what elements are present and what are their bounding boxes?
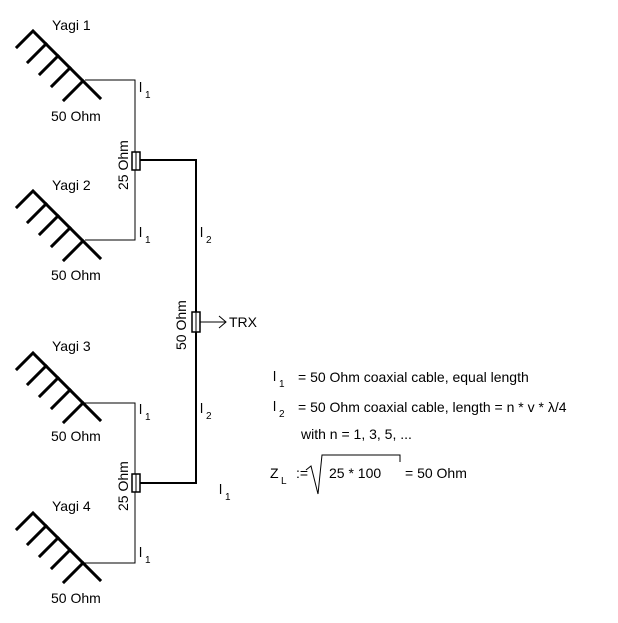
yagi-4-antenna: Yagi 4 50 Ohm l 1 bbox=[14, 492, 151, 606]
yagi-2-name: Yagi 2 bbox=[52, 177, 91, 193]
yagi-4-cable-sub: 1 bbox=[145, 555, 151, 566]
yagi-1-impedance: 50 Ohm bbox=[51, 108, 101, 124]
yagi-1-symbol bbox=[14, 28, 103, 103]
lower-trunk-sub: 2 bbox=[206, 411, 212, 422]
extra-cable-label: l bbox=[219, 481, 222, 497]
yagi-2-cable-label: l bbox=[139, 224, 142, 240]
yagi-4-impedance: 50 Ohm bbox=[51, 590, 101, 606]
legend-zl-result: = 50 Ohm bbox=[405, 465, 467, 481]
legend-l1-symbol: l bbox=[273, 368, 276, 384]
yagi-3-impedance: 50 Ohm bbox=[51, 428, 101, 444]
trx-output-arrow bbox=[200, 315, 227, 329]
yagi-2-impedance: 50 Ohm bbox=[51, 267, 101, 283]
legend-l2-text: = 50 Ohm coaxial cable, length = n * v *… bbox=[298, 399, 567, 415]
legend-zl-radicand: 25 * 100 bbox=[329, 465, 381, 481]
yagi-3-symbol bbox=[14, 350, 103, 425]
extra-cable-sub: 1 bbox=[225, 492, 231, 503]
legend-l1-text: = 50 Ohm coaxial cable, equal length bbox=[298, 369, 529, 385]
lower-trunk-label: l bbox=[200, 400, 203, 416]
yagi-4-cable-label: l bbox=[139, 544, 142, 560]
legend: l 1 = 50 Ohm coaxial cable, equal length… bbox=[270, 368, 567, 495]
yagi-3-antenna: Yagi 3 50 Ohm l 1 bbox=[14, 338, 151, 474]
upper-trunk-sub: 2 bbox=[206, 235, 212, 246]
yagi-2-symbol bbox=[14, 188, 103, 263]
center-junction-impedance: 50 Ohm bbox=[173, 300, 189, 350]
legend-zl-sub: L bbox=[281, 476, 287, 487]
upper-junction-impedance: 25 Ohm bbox=[115, 140, 131, 190]
legend-l2-symbol: l bbox=[273, 398, 276, 414]
legend-with-text: with n = 1, 3, 5, ... bbox=[300, 426, 412, 442]
yagi-3-cable-label: l bbox=[139, 401, 142, 417]
yagi-3-cable-sub: 1 bbox=[145, 412, 151, 423]
yagi-4-name: Yagi 4 bbox=[52, 498, 91, 514]
lower-junction-impedance: 25 Ohm bbox=[115, 461, 131, 511]
legend-zl-symbol: Z bbox=[270, 465, 279, 481]
trx-label: TRX bbox=[229, 314, 258, 330]
legend-zl-assign: := bbox=[296, 465, 308, 481]
legend-l1-sub: 1 bbox=[279, 379, 285, 390]
legend-l2-sub: 2 bbox=[279, 409, 285, 420]
yagi-1-cable-sub: 1 bbox=[145, 90, 151, 101]
yagi-1-name: Yagi 1 bbox=[52, 17, 91, 33]
lower-trunk-cable bbox=[140, 332, 197, 484]
upper-trunk-label: l bbox=[200, 224, 203, 240]
yagi-4-symbol bbox=[14, 510, 103, 585]
yagi-1-cable-label: l bbox=[139, 79, 142, 95]
yagi-2-antenna: Yagi 2 50 Ohm l 1 bbox=[14, 170, 151, 283]
yagi-2-cable-sub: 1 bbox=[145, 235, 151, 246]
upper-trunk-cable bbox=[140, 159, 197, 312]
yagi-1-antenna: Yagi 1 50 Ohm l 1 bbox=[14, 17, 151, 152]
sqrt-radical bbox=[305, 454, 401, 495]
yagi-3-name: Yagi 3 bbox=[52, 338, 91, 354]
